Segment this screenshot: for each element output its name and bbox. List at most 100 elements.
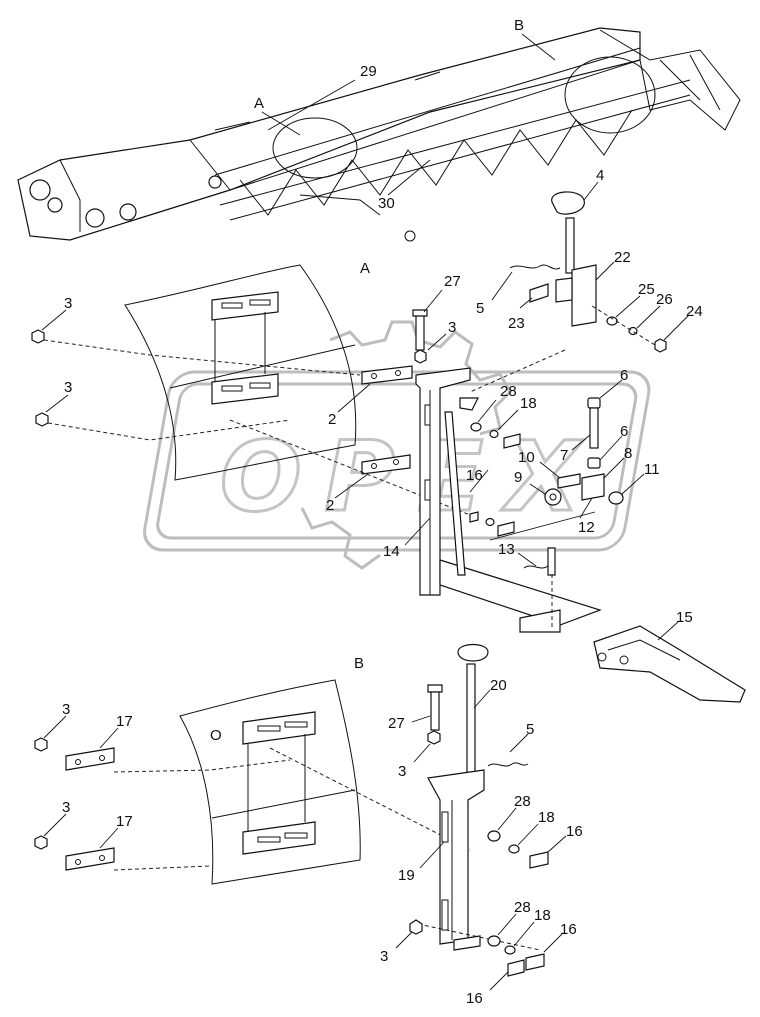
section-a-marker: A [254, 95, 264, 112]
label-9: 9 [514, 469, 522, 486]
spring-5-a: 5 [476, 264, 561, 317]
washer-9: 9 [514, 469, 562, 506]
label-28-b: 28 [514, 793, 531, 810]
bracket-22: 22 [555, 249, 631, 327]
bolt-12: 12 [578, 497, 595, 536]
label-2-lower: 2 [326, 497, 334, 514]
spring-5-b: 5 [487, 721, 534, 767]
label-7: 7 [560, 447, 568, 464]
ring-11: 11 [608, 461, 660, 505]
callout-30: 30 [378, 159, 431, 212]
label-20: 20 [490, 677, 507, 694]
plate-2-lower: 2 [326, 454, 411, 514]
label-16-c: 16 [560, 921, 577, 938]
label-29: 29 [360, 63, 377, 80]
label-12: 12 [578, 519, 595, 536]
label-14: 14 [383, 543, 400, 560]
washer-28-c: 28 [487, 899, 531, 947]
bolt-10: 10 [518, 449, 581, 489]
label-18-c: 18 [534, 907, 551, 924]
panel-b [179, 679, 361, 885]
plate-17-lower: 17 [65, 813, 211, 871]
label-3-lower: 3 [64, 379, 72, 396]
cap-6-lower: 6 [587, 423, 628, 469]
label-18-a: 18 [520, 395, 537, 412]
bolt-16-b: 16 [529, 823, 583, 869]
washer-28-a: 28 [470, 383, 517, 432]
panel-b-mark: O [210, 727, 222, 744]
label-3-b-lower: 3 [62, 799, 70, 816]
callout-29: 29 [267, 63, 377, 131]
label-10: 10 [518, 449, 535, 466]
nut-24: 24 [654, 303, 703, 353]
label-25: 25 [638, 281, 655, 298]
detail-b-title: B [354, 655, 364, 672]
pin-20: 20 [457, 643, 507, 785]
nut-3-b-lower: 3 [34, 799, 70, 850]
washer-28-b: 28 [487, 793, 531, 842]
watermark-text: OPEX [220, 421, 584, 533]
pin-13: 13 [498, 541, 556, 576]
washer-26: 26 [628, 291, 673, 336]
label-28-a: 28 [500, 383, 517, 400]
watermark: OPEX [143, 320, 651, 570]
label-5-a: 5 [476, 300, 484, 317]
bolt-27-b: 27 3 [388, 684, 443, 780]
label-24: 24 [686, 303, 703, 320]
bolt-16-c: 16 [525, 921, 577, 971]
label-17-upper: 17 [116, 713, 133, 730]
pin-7: 7 [560, 434, 591, 464]
label-13: 13 [498, 541, 515, 558]
panel-a [124, 264, 357, 481]
stand-19: 19 [398, 769, 485, 951]
label-3-upper: 3 [64, 295, 72, 312]
washer-18-c: 18 [504, 907, 551, 955]
bolt-16-d: 16 [466, 959, 525, 1007]
nut-3-b-stand: 3 [380, 919, 423, 965]
label-4: 4 [596, 167, 604, 184]
plate-17-upper: 17 [65, 713, 291, 773]
shoe-15: 15 [593, 609, 746, 703]
label-27-b: 27 [388, 715, 405, 732]
label-15: 15 [676, 609, 693, 626]
detail-a-title: A [360, 260, 370, 277]
frame-b [242, 711, 316, 745]
washer-18-b: 18 [508, 809, 555, 854]
label-3-b-upper: 3 [62, 701, 70, 718]
label-16-d: 16 [466, 990, 483, 1007]
label-26: 26 [656, 291, 673, 308]
label-5-b: 5 [526, 721, 534, 738]
label-30: 30 [378, 195, 395, 212]
nut-3-upper: 3 [31, 295, 361, 376]
washer-18-a: 18 [489, 395, 537, 439]
label-27-a: 27 [444, 273, 461, 290]
stand-14: 14 [383, 367, 602, 633]
label-3-a-bolt: 3 [448, 319, 456, 336]
label-3-b-bolt: 3 [398, 763, 406, 780]
label-23: 23 [508, 315, 525, 332]
bolt-16-a: 16 [466, 467, 489, 493]
label-3-b-stand: 3 [380, 948, 388, 965]
boom-overview [17, 27, 741, 242]
label-28-c: 28 [514, 899, 531, 916]
bolt-23: 23 [508, 283, 549, 332]
label-2-upper: 2 [328, 411, 336, 428]
label-6-lower: 6 [620, 423, 628, 440]
plate-2-upper: 2 [328, 365, 413, 428]
nut-3-lower: 3 [35, 379, 291, 441]
label-19: 19 [398, 867, 415, 884]
label-8: 8 [624, 445, 632, 462]
label-11: 11 [644, 461, 660, 478]
nut-3-b-upper: 3 [34, 701, 70, 752]
bolt-27-a: 27 3 [412, 273, 461, 364]
label-17-lower: 17 [116, 813, 133, 830]
section-b-marker: B [514, 17, 524, 34]
frame-a [211, 291, 279, 321]
label-18-b: 18 [538, 809, 555, 826]
label-6-upper: 6 [620, 367, 628, 384]
label-22: 22 [614, 249, 631, 266]
label-16-b: 16 [566, 823, 583, 840]
pin-4: 4 [551, 167, 604, 274]
cap-6-upper: 6 [587, 367, 628, 449]
